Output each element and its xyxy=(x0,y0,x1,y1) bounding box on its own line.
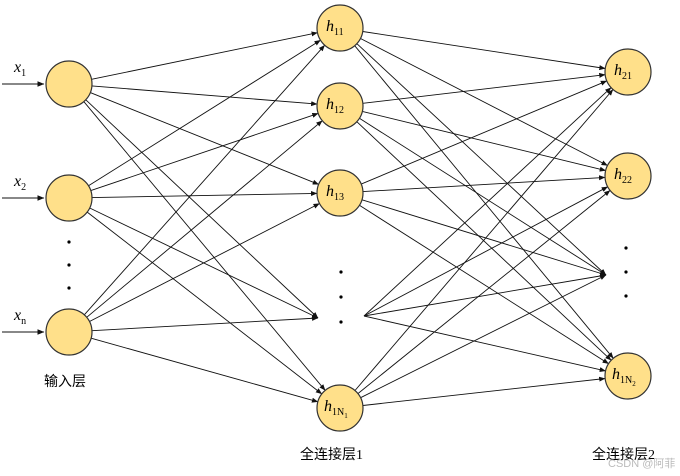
edge-h1-4-h2-2 xyxy=(363,315,606,373)
edge-input-2-h1-3 xyxy=(90,337,319,403)
edge-input-2-h1-1 xyxy=(86,120,323,318)
ellipsis-dot xyxy=(624,270,628,274)
input-node-1 xyxy=(45,60,93,108)
edge-h1-4-h2-1 xyxy=(363,186,608,317)
input-node-2 xyxy=(45,174,93,222)
edge-h1-0-h2-2 xyxy=(354,45,614,359)
input-arrows xyxy=(2,81,45,335)
input-label-2: x2 xyxy=(13,173,26,193)
ellipsis-dot xyxy=(339,320,343,324)
h1-node-1N1 xyxy=(316,384,364,432)
h1-label-1N1: h1N1 xyxy=(324,398,348,420)
edge-input-0-h1-2 xyxy=(90,92,319,185)
watermark: CSDN @阿菲 xyxy=(608,457,675,470)
h1-node-13 xyxy=(316,169,364,217)
h2-label-21: h21 xyxy=(614,62,632,82)
h2-label-1N2: h1N2 xyxy=(612,366,636,388)
edge-h1-3-h2-0 xyxy=(354,89,614,391)
edge-input-1-h1-0 xyxy=(88,39,321,187)
h1-node-11 xyxy=(316,4,364,52)
hidden-layer-2-caption: 全连接层2 xyxy=(592,446,655,463)
edge-input-1-h1-2 xyxy=(91,190,318,199)
ellipsis-dot xyxy=(624,246,628,250)
hidden-layer-1-caption: 全连接层1 xyxy=(300,446,363,463)
h1-label-12: h12 xyxy=(326,96,344,116)
edge-input-2-h1-2 xyxy=(89,203,320,322)
input-label-n: xn xyxy=(13,307,26,327)
hidden-layer-2: h21 h22 h1N2 全连接层2 xyxy=(592,48,655,463)
ellipsis-dot xyxy=(339,295,343,299)
h2-node-21 xyxy=(604,48,652,96)
edge-input-1-h1-1 xyxy=(90,112,319,192)
edge-h1-1-h2-0 xyxy=(362,72,606,104)
edge-input-0-h1-3 xyxy=(83,101,326,391)
ellipsis-dot xyxy=(624,294,628,298)
ellipsis-dot xyxy=(67,286,71,290)
edge-input-0-h1-1 xyxy=(91,85,318,107)
edge-h1-1-h2-ellipsis xyxy=(359,117,607,276)
connection-edges xyxy=(83,31,614,406)
edge-h1-3-h2-1 xyxy=(357,190,611,394)
edge-h1-3-h2-2 xyxy=(362,376,606,406)
h2-label-22: h22 xyxy=(614,166,632,186)
edge-h1-2-h2-0 xyxy=(361,80,608,185)
h2-node-1N2 xyxy=(604,352,652,400)
edge-h1-0-h2-0 xyxy=(362,31,606,71)
h1-label-11: h11 xyxy=(326,18,344,38)
input-node-n xyxy=(45,308,93,356)
edge-input-2-h1-0 xyxy=(83,44,326,316)
h2-node-22 xyxy=(604,152,652,200)
edge-input-0-h1-0 xyxy=(91,31,318,80)
edge-input-0-h1-ellipsis xyxy=(85,99,319,319)
input-layer: x1 x2 xn 输入层 xyxy=(13,59,93,390)
edge-h1-1-h2-2 xyxy=(356,121,612,361)
ellipsis-dot xyxy=(67,240,71,244)
edge-input-1-h1-3 xyxy=(86,211,323,395)
edge-h1-2-h2-2 xyxy=(359,204,609,365)
input-layer-caption: 输入层 xyxy=(44,374,86,390)
ellipsis-dot xyxy=(339,270,343,274)
edge-h1-3-h2-ellipsis xyxy=(360,274,607,399)
edge-h1-4-h2-ellipsis xyxy=(363,273,607,317)
edge-h1-0-h2-ellipsis xyxy=(356,43,607,276)
edge-h1-4-h2-0 xyxy=(363,87,612,317)
edge-input-2-h1-ellipsis xyxy=(91,315,319,332)
h1-node-12 xyxy=(316,82,364,130)
edge-h1-2-h2-1 xyxy=(362,175,606,193)
edge-h1-2-h2-ellipsis xyxy=(361,199,607,276)
h1-label-13: h13 xyxy=(326,183,344,203)
input-label-1: x1 xyxy=(13,59,26,79)
ellipsis-dot xyxy=(67,263,71,267)
edge-h1-1-h2-1 xyxy=(362,110,607,172)
edge-h1-0-h2-1 xyxy=(360,38,608,166)
hidden-layer-1: h11 h12 h13 h1N1 全连接层1 xyxy=(300,4,364,463)
